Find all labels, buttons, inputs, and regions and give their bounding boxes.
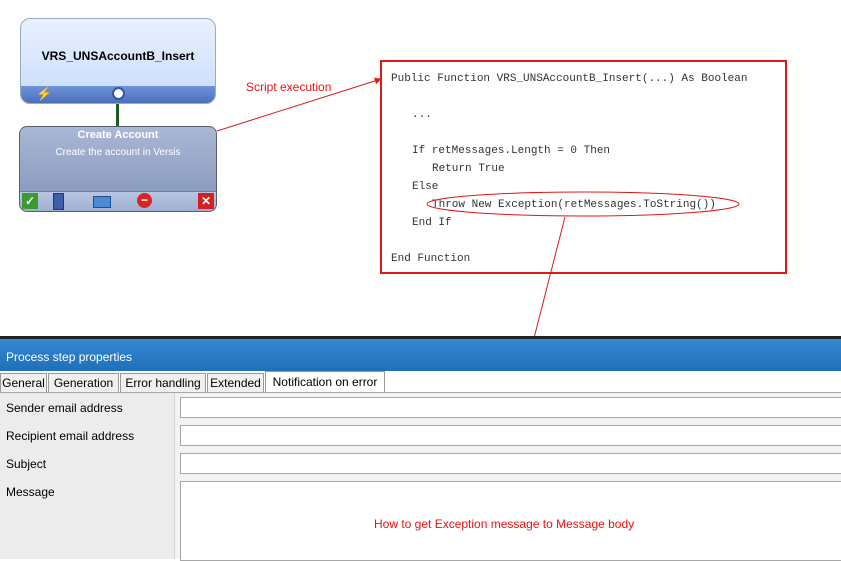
- code-snippet: Public Function VRS_UNSAccountB_Insert(.…: [380, 60, 787, 274]
- message-label: Message: [6, 485, 55, 499]
- sender-email-label: Sender email address: [6, 401, 123, 415]
- tab-strip: General Generation Error handling Extend…: [0, 371, 841, 393]
- code-line: Return True: [432, 163, 505, 175]
- code-line: End Function: [391, 253, 471, 265]
- sender-email-input[interactable]: [180, 397, 841, 418]
- stop-icon[interactable]: −: [137, 193, 152, 208]
- port-icon[interactable]: [112, 87, 125, 100]
- code-line: Throw New Exception(retMessages.ToString…: [432, 199, 716, 211]
- panel-divider[interactable]: [0, 336, 841, 339]
- mail-icon[interactable]: [93, 196, 111, 208]
- script-execution-note: Script execution: [246, 80, 332, 94]
- tab-error-handling[interactable]: Error handling: [120, 373, 206, 392]
- tab-extended[interactable]: Extended: [207, 373, 264, 392]
- close-icon[interactable]: ✕: [198, 193, 214, 209]
- trigger-node-toolbar: ⚡: [21, 86, 215, 103]
- lightning-icon[interactable]: ⚡: [36, 86, 53, 101]
- how-to-note: How to get Exception message to Message …: [374, 517, 635, 531]
- action-node-toolbar: ✓ − ✕: [20, 191, 216, 211]
- code-line: ...: [412, 109, 432, 121]
- trigger-node[interactable]: VRS_UNSAccountB_Insert ⚡: [20, 18, 216, 104]
- document-icon[interactable]: [53, 193, 64, 210]
- action-node-title: Create Account: [77, 129, 159, 141]
- tab-generation[interactable]: Generation: [48, 373, 119, 392]
- code-line: Else: [412, 181, 439, 193]
- code-line: Public Function VRS_UNSAccountB_Insert(.…: [391, 73, 748, 85]
- check-icon[interactable]: ✓: [22, 193, 38, 209]
- form-label-column: Sender email address Recipient email add…: [0, 393, 175, 559]
- trigger-node-title: VRS_UNSAccountB_Insert: [41, 49, 195, 63]
- subject-label: Subject: [6, 457, 47, 471]
- panel-header: Process step properties: [0, 339, 841, 371]
- panel-title: Process step properties: [6, 350, 133, 364]
- code-line: End If: [412, 217, 452, 229]
- node-connector: [116, 104, 119, 126]
- recipient-email-label: Recipient email address: [6, 429, 135, 443]
- action-node[interactable]: Create Account Create the account in Ver…: [19, 126, 217, 212]
- code-line: If retMessages.Length = 0 Then: [412, 145, 611, 157]
- tab-strip-underline: [0, 392, 841, 393]
- action-node-description: Create the account in Versis: [55, 147, 181, 158]
- recipient-email-input[interactable]: [180, 425, 841, 446]
- subject-input[interactable]: [180, 453, 841, 474]
- tab-general[interactable]: General: [0, 373, 47, 392]
- tab-notification-on-error[interactable]: Notification on error: [265, 371, 385, 393]
